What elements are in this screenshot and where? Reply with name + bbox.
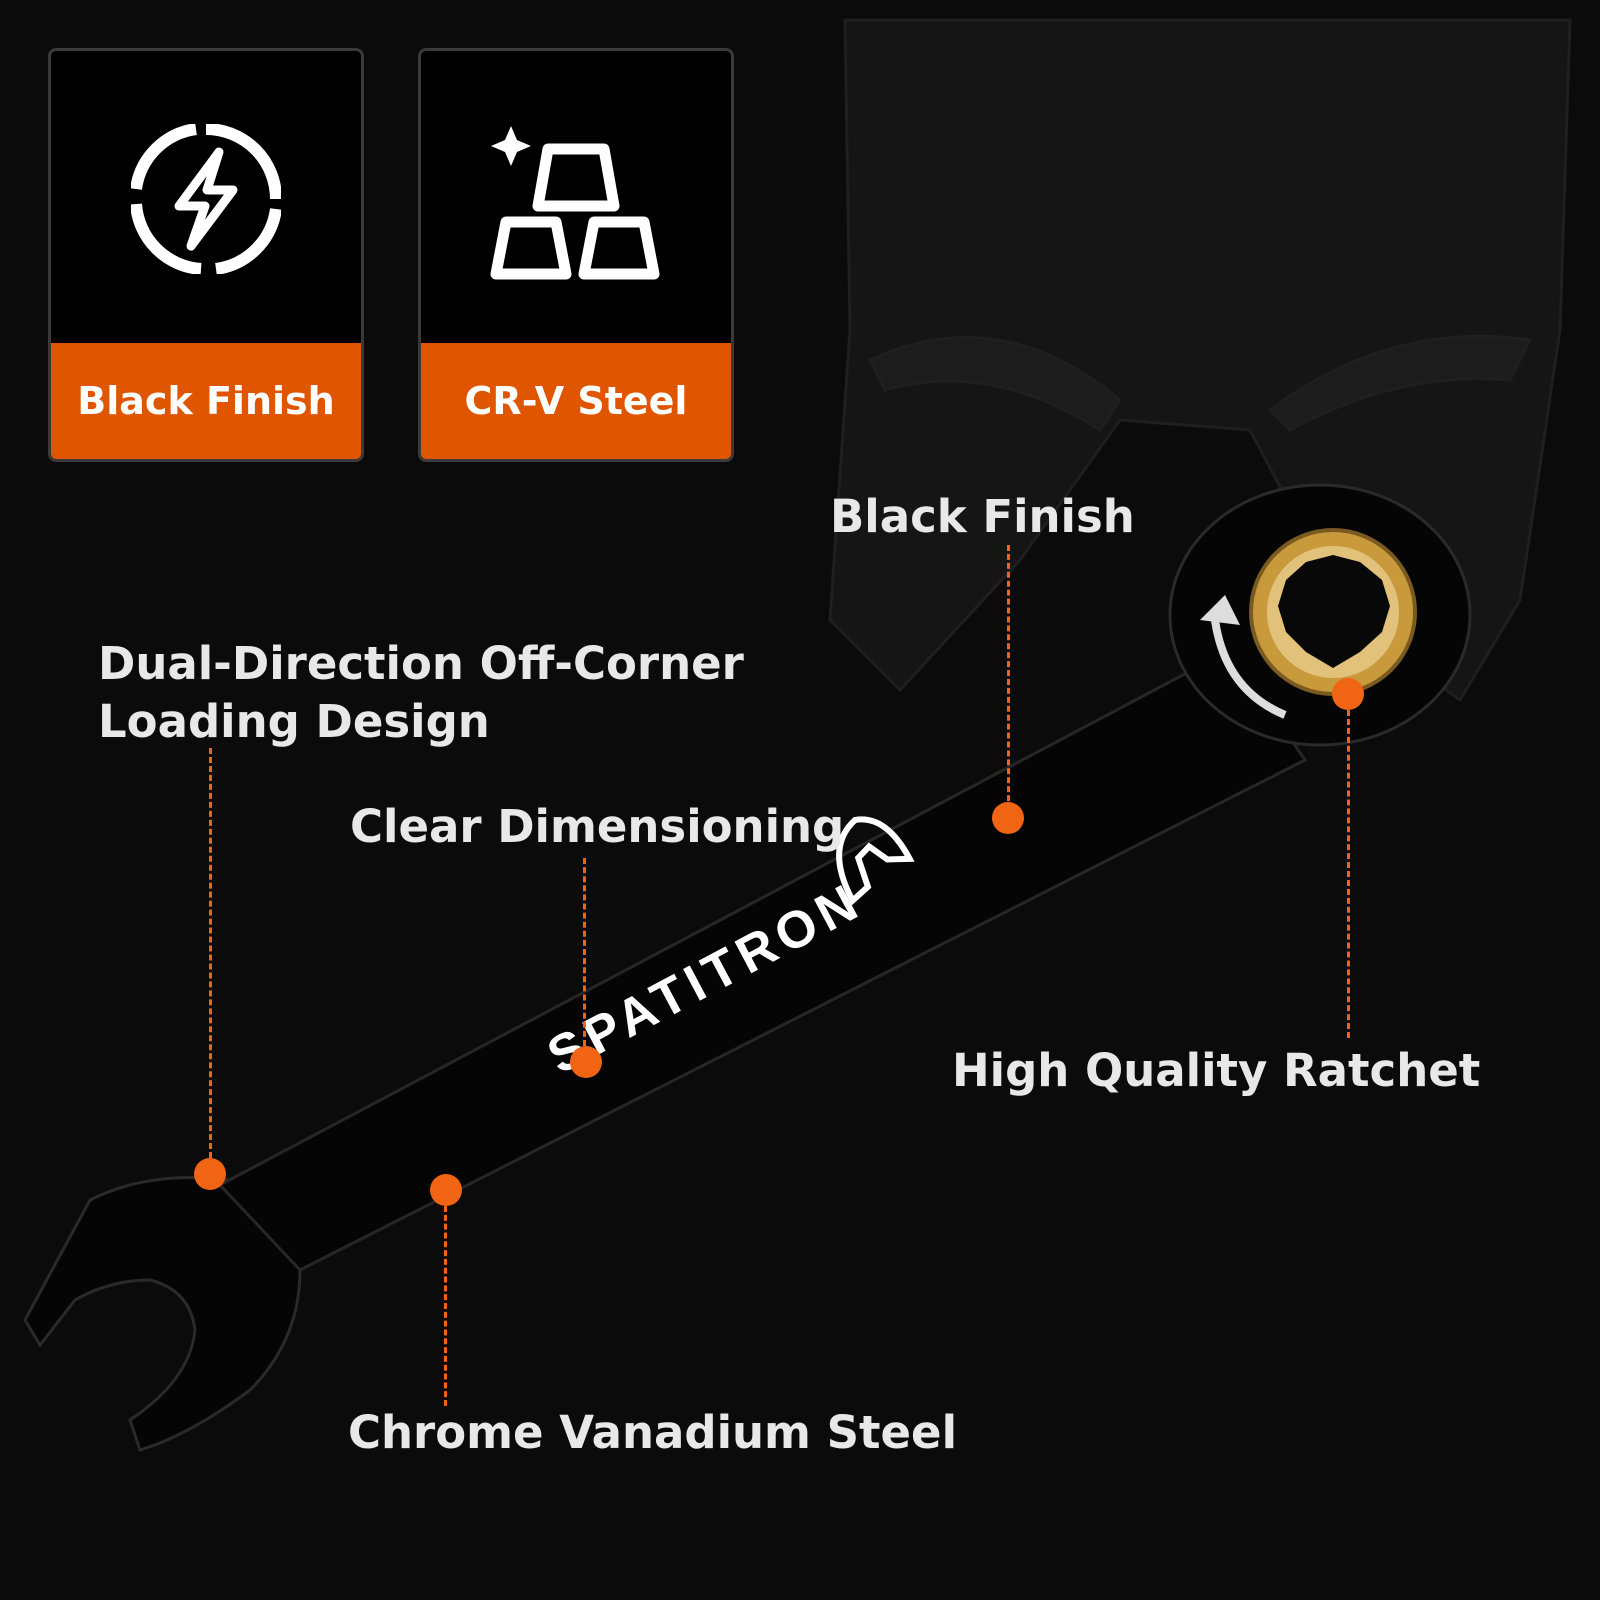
callout-chrome-vanadium-steel: Chrome Vanadium Steel [348, 1406, 957, 1459]
feature-card-black-finish: Black Finish [48, 48, 364, 462]
leader-line [209, 748, 212, 1158]
leader-line [1007, 545, 1010, 810]
wrench-shaft [217, 648, 1308, 1272]
leader-line [583, 858, 586, 1046]
twelve-point-socket [1278, 555, 1390, 668]
callout-dot [992, 802, 1024, 834]
callout-black-finish: Black Finish [830, 490, 1135, 543]
callout-dot [570, 1046, 602, 1078]
rotation-arrow-icon [1211, 619, 1287, 719]
leader-line [1347, 710, 1350, 1038]
callout-dot [430, 1174, 462, 1206]
callout-high-quality-ratchet: High Quality Ratchet [952, 1044, 1481, 1097]
callout-line: Dual-Direction Off-Corner [98, 637, 744, 690]
feature-card-crv-steel: CR-V Steel [418, 48, 734, 462]
ratchet-wrench: SPATITRON [23, 483, 1472, 1452]
power-bolt-icon [131, 124, 281, 274]
steel-ingots-icon [490, 126, 660, 280]
callout-dot [1332, 678, 1364, 710]
callout-line: Loading Design [98, 695, 490, 748]
feature-card-label: Black Finish [51, 343, 361, 459]
feature-card-label: CR-V Steel [421, 343, 731, 459]
spartan-helmet-icon [836, 816, 915, 906]
callout-clear-dimensioning: Clear Dimensioning [350, 800, 845, 853]
callout-dual-direction: Dual-Direction Off-Corner Loading Design [98, 635, 744, 751]
leader-line [444, 1206, 447, 1406]
callout-dot [194, 1158, 226, 1190]
